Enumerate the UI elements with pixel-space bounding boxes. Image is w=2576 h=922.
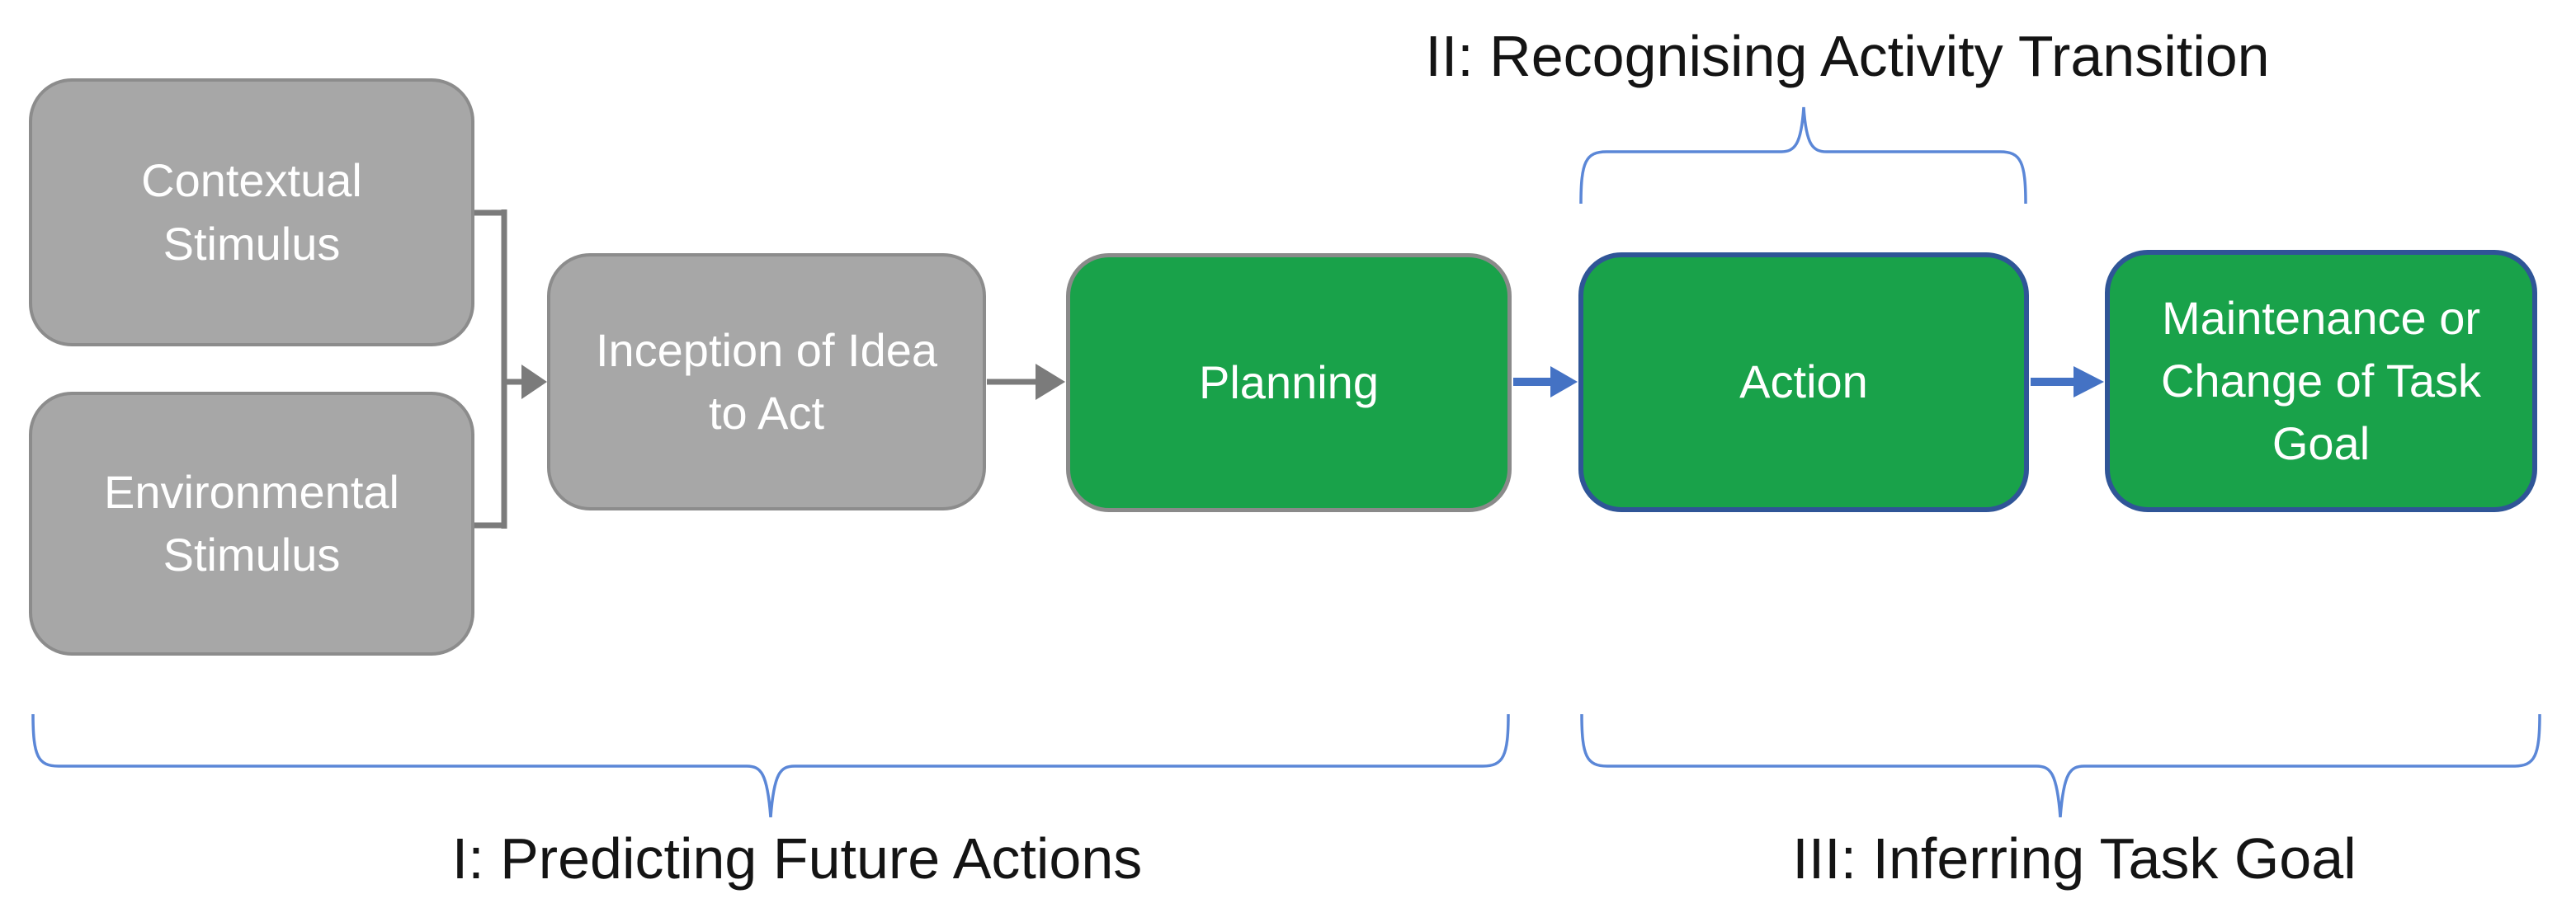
node-environmental-stimulus: Environmental Stimulus [29,392,474,656]
bottom-right-brace [1580,713,2541,818]
section-label-predicting-future-actions: I: Predicting Future Actions [451,826,1143,891]
node-maintenance-or-change-of-task-goal: Maintenance or Change of Task Goal [2105,250,2537,512]
section-label-inferring-task-goal: III: Inferring Task Goal [1792,826,2357,891]
node-label: Maintenance or Change of Task Goal [2160,291,2482,470]
top-brace [1579,106,2027,205]
arrow-action-to-maintenance-head [2074,366,2104,397]
node-action: Action [1578,252,2029,512]
node-label: Contextual Stimulus [141,154,362,270]
merge-arrowhead [521,365,547,399]
bottom-left-brace [31,713,1510,818]
node-label: Inception of Idea to Act [595,323,938,439]
node-label: Action [1739,355,1868,408]
node-contextual-stimulus: Contextual Stimulus [29,78,474,346]
section-label-recognising-activity-transition: II: Recognising Activity Transition [1425,24,2270,88]
arrow-inception-to-planning-head [1036,364,1065,400]
node-label: Planning [1199,355,1379,408]
arrow-planning-to-action-head [1550,366,1578,397]
node-planning: Planning [1066,253,1512,512]
node-label: Environmental Stimulus [104,465,399,581]
node-inception-of-idea-to-act: Inception of Idea to Act [547,253,986,510]
merge-connector-line [474,209,507,529]
